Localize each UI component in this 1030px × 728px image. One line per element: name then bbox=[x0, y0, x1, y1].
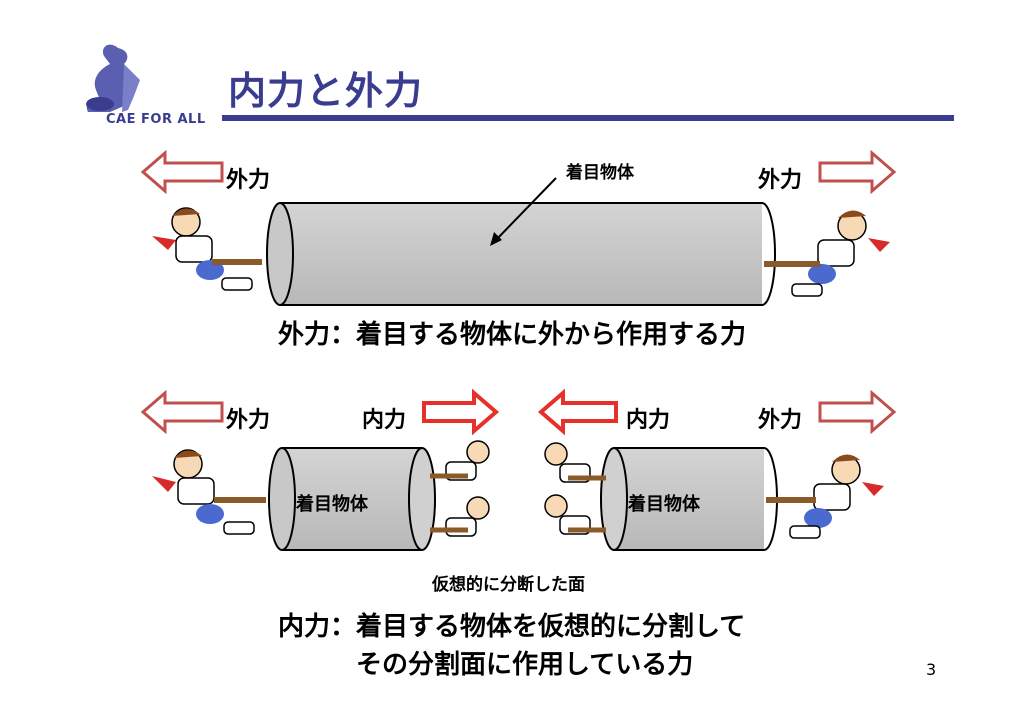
external-force-label-top-left: 外力 bbox=[226, 168, 271, 193]
internal-force-definition-line1: 内力：着目する物体を仮想的に分割して bbox=[278, 612, 746, 642]
internal-force-definition-line2: その分割面に作用している力 bbox=[356, 650, 694, 680]
object-label-top: 着目物体 bbox=[566, 163, 634, 183]
external-force-arrow-bottom-left bbox=[140, 389, 224, 435]
external-force-arrow-top-right bbox=[818, 149, 897, 195]
external-force-definition: 外力：着目する物体に外から作用する力 bbox=[278, 320, 747, 350]
object-cylinder-bottom-left bbox=[268, 447, 436, 551]
external-force-arrow-bottom-right bbox=[818, 389, 897, 435]
object-cylinder-bottom-right bbox=[600, 447, 778, 551]
tug-person-icon bbox=[152, 449, 266, 535]
tug-person-icon bbox=[766, 454, 884, 539]
object-cylinder-top bbox=[266, 202, 776, 306]
title-rule bbox=[222, 115, 954, 121]
virtual-cut-label: 仮想的に分断した面 bbox=[432, 575, 585, 595]
internal-force-arrow-left bbox=[422, 388, 500, 436]
internal-force-label-left: 内力 bbox=[362, 408, 407, 433]
external-force-arrow-top-left bbox=[140, 149, 224, 195]
tug-person-icon bbox=[430, 440, 490, 537]
page-title: 内力と外力 bbox=[228, 69, 424, 113]
page-number: 3 bbox=[926, 660, 937, 679]
logo-text: CAE FOR ALL bbox=[106, 112, 206, 127]
pointer-arrow bbox=[490, 177, 557, 246]
tug-person-icon bbox=[544, 442, 606, 535]
tug-person-icon bbox=[764, 210, 890, 297]
logo-figure-icon bbox=[86, 44, 140, 112]
object-label-bottom-left: 着目物体 bbox=[296, 494, 368, 515]
object-label-bottom-right: 着目物体 bbox=[628, 494, 700, 515]
external-force-label-bottom-left: 外力 bbox=[226, 408, 271, 433]
internal-force-label-right: 内力 bbox=[626, 408, 671, 433]
external-force-label-bottom-right: 外力 bbox=[758, 408, 803, 433]
external-force-label-top-right: 外力 bbox=[758, 168, 803, 193]
tug-person-icon bbox=[152, 207, 262, 291]
internal-force-arrow-right bbox=[537, 388, 618, 436]
